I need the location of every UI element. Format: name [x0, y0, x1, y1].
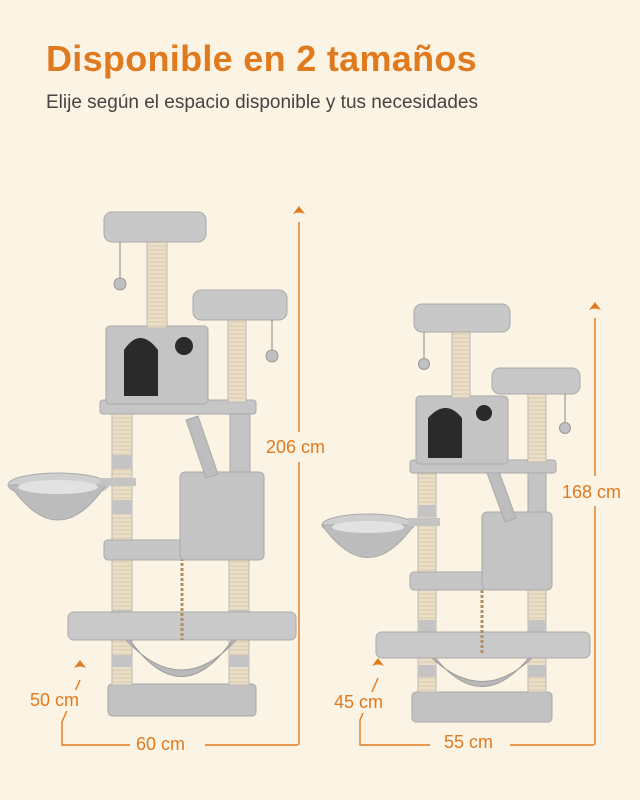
page-title: Disponible en 2 tamaños [46, 38, 477, 79]
large-width-label: 60 cm [134, 734, 188, 755]
small-height-arrow-icon [589, 302, 601, 310]
large-height-arrow-icon [293, 206, 305, 214]
small-depth-label: 45 cm [332, 692, 386, 713]
small-depth-arrow-icon [372, 658, 384, 666]
large-cat-tree [7, 206, 305, 746]
small-width-label: 55 cm [442, 732, 496, 753]
page-subtitle: Elije según el espacio disponible y tus … [46, 92, 478, 113]
large-depth-arrow-icon [74, 660, 86, 668]
small-cat-tree [321, 302, 601, 746]
large-depth-label: 50 cm [28, 690, 82, 711]
small-height-label: 168 cm [560, 482, 624, 503]
large-height-label: 206 cm [264, 437, 328, 458]
